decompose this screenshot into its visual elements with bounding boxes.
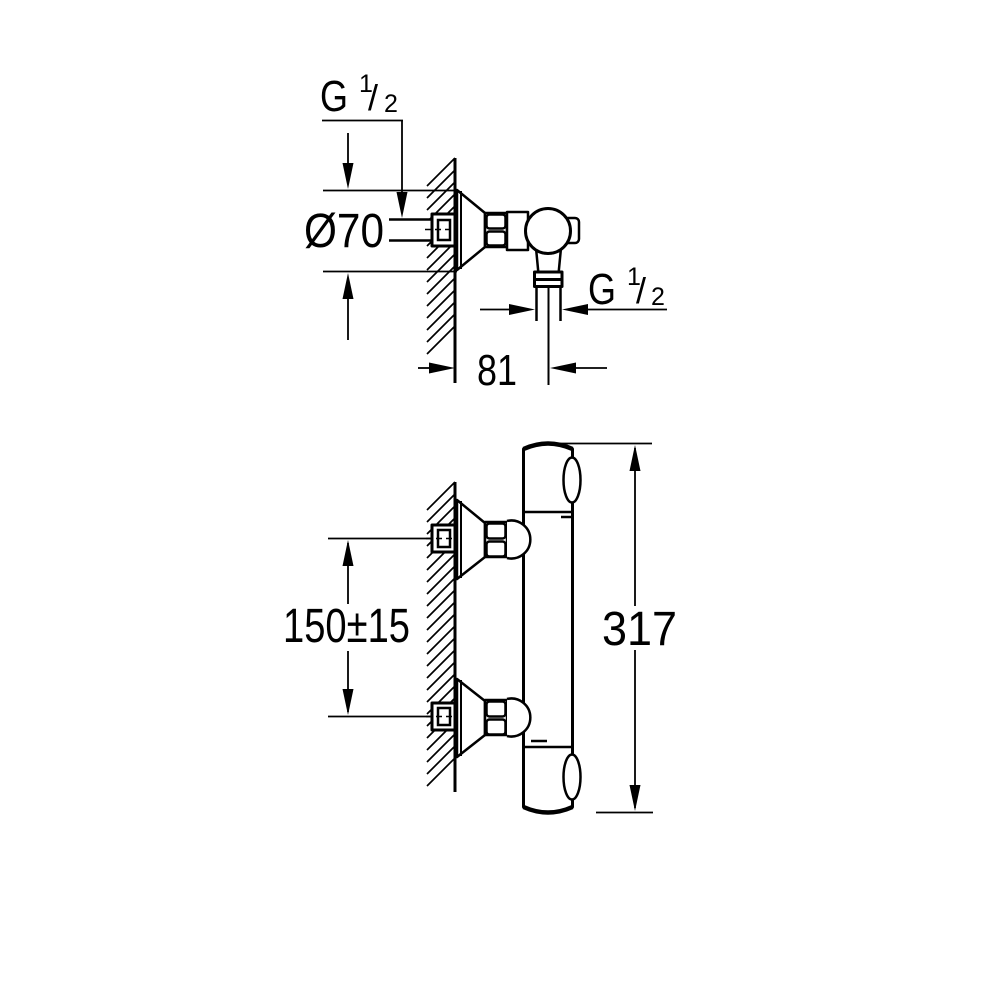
height-arrowhead-bottom: [629, 785, 641, 811]
thread-hose-label-numerator: 1: [627, 263, 641, 291]
side-view: G 1 / 2 Ø70 G 1 / 2: [304, 70, 667, 395]
inlet-dome-upper: [506, 519, 532, 560]
thread-hose-label-denominator: 2: [651, 283, 665, 311]
front-view: 150±15 317: [283, 441, 677, 815]
union-nut-lower-facet-top: [485, 700, 507, 718]
wall-offset-label: 81: [477, 346, 517, 395]
wall-offset-arrowhead-left: [429, 362, 455, 374]
hose-nut-lower: [533, 278, 564, 288]
dimension-diameter: Ø70: [304, 133, 457, 340]
handle-end-cap-lower: [562, 753, 582, 801]
thread-top-label-numerator: 1: [359, 70, 373, 98]
height-arrowhead-top: [629, 445, 641, 471]
thread-top-arrowhead: [396, 192, 408, 218]
shower-hose: [535, 286, 562, 321]
inlet-dome-lower: [506, 697, 532, 738]
dimension-thread-hose: G 1 / 2: [480, 263, 667, 315]
thread-top-label-denominator: 2: [384, 90, 398, 118]
wall-offset-arrowhead-right: [550, 362, 576, 374]
spacing-arrowhead-top: [342, 540, 354, 566]
union-nut-lower-facet-bottom: [485, 718, 507, 736]
wall-hatching: [426, 157, 456, 355]
handle-end-cap-upper: [562, 456, 582, 504]
supply-pipe: [389, 218, 438, 242]
thread-hose-label-prefix: G: [588, 265, 616, 314]
union-nut-facet-top: [485, 213, 507, 230]
valve-head: [524, 207, 572, 255]
thread-top-label-slash: /: [368, 77, 378, 118]
dimension-height: 317: [545, 442, 677, 814]
diameter-label: Ø70: [304, 205, 384, 258]
diameter-arrowhead-bottom: [342, 273, 354, 299]
thread-top-label-prefix: G: [320, 72, 348, 121]
union-nut-upper-facet-top: [485, 522, 507, 540]
union-nut: [483, 211, 509, 249]
dimension-wall-offset: 81: [418, 346, 607, 395]
mixer-bar-bottom-cap: [522, 804, 574, 815]
diameter-arrowhead-top: [342, 163, 354, 189]
mixer-bar: [522, 442, 574, 814]
spacing-arrowhead-bottom: [342, 689, 354, 715]
supply-pipe-fill: [390, 219, 438, 241]
height-label: 317: [602, 603, 677, 656]
union-nut-upper-facet-bottom: [485, 540, 507, 558]
thread-hose-arrowhead-left: [509, 304, 535, 315]
spacing-label: 150±15: [283, 600, 410, 653]
dimension-spacing: 150±15: [283, 540, 410, 715]
dimension-thread-top: G 1 / 2: [320, 70, 408, 218]
thread-hose-label-slash: /: [636, 270, 646, 311]
thread-hose-arrowhead-right: [562, 304, 588, 315]
union-nut-facet-bottom: [485, 230, 507, 247]
